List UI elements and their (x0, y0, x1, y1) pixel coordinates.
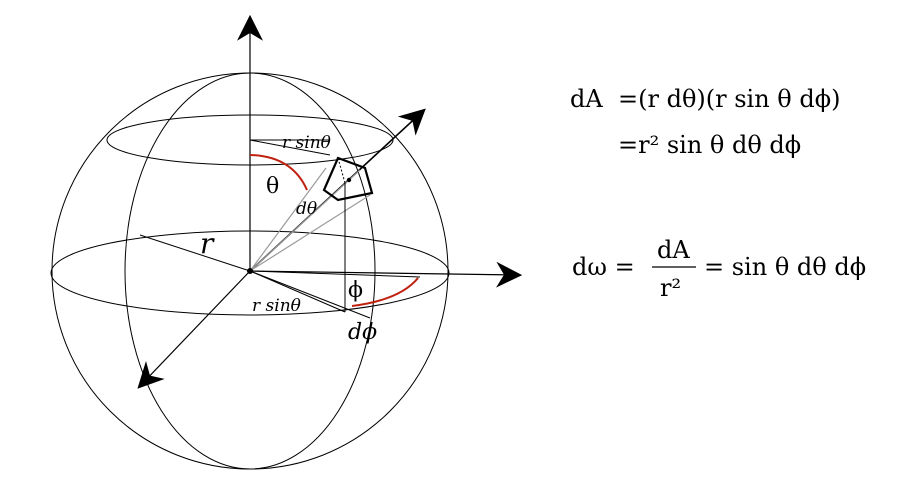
upper-connector (249, 139, 331, 156)
label-d-phi: dϕ (348, 320, 377, 345)
projection-line-2 (249, 194, 371, 272)
surface-patch (322, 156, 374, 202)
label-theta: θ (266, 174, 279, 199)
solid-angle-denominator: r² (660, 274, 681, 302)
area-equation-line-2: =r² sin θ dθ dϕ (618, 131, 801, 159)
lower-radial-3 (249, 270, 421, 278)
label-phi: ϕ (348, 278, 363, 303)
label-r: r (200, 227, 215, 260)
radius-line (139, 234, 251, 272)
theta-arc (249, 154, 308, 191)
area-equation-lhs: dA (570, 85, 603, 113)
solid-angle-rhs: = sin θ dθ dϕ (704, 253, 866, 281)
patch-diagonal (337, 157, 346, 184)
patch-center-point (346, 177, 352, 183)
label-r-sin-theta-top: r sinθ (282, 133, 331, 153)
lower-radial-1 (249, 270, 346, 313)
x-axis (249, 261, 523, 288)
projection-line-1 (249, 167, 327, 272)
origin-point (247, 268, 253, 274)
solid-angle-numerator: dA (657, 236, 690, 264)
y-axis (137, 270, 251, 389)
label-r-sin-theta-bottom: r sinθ (252, 296, 301, 316)
phi-arc (351, 277, 419, 307)
solid-angle-lhs: dω = (572, 253, 635, 281)
area-equation-line-1: =(r dθ)(r sin θ dϕ) (618, 85, 840, 113)
label-d-theta: dθ (296, 199, 317, 219)
lower-radial-2 (249, 270, 371, 319)
projection-line-3 (249, 169, 361, 272)
